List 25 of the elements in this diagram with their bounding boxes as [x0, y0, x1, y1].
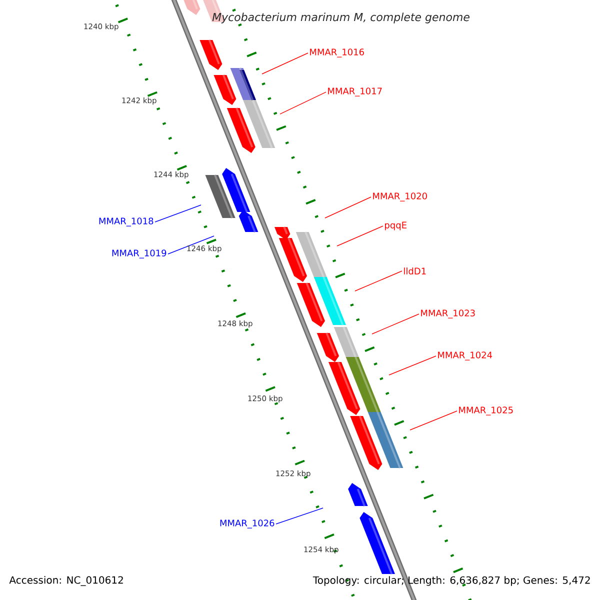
gene-label: MMAR_1018 [99, 218, 154, 226]
gene-label: MMAR_1023 [421, 310, 475, 318]
leader-line [262, 52, 308, 74]
leader-line [372, 314, 420, 334]
gene-label: MMAR_1019 [112, 250, 166, 258]
gene-label: MMAR_1025 [459, 406, 513, 416]
plot-title: Mycobacterium marinum M, complete genome [212, 12, 470, 24]
gene-label: MMAR_1016 [310, 48, 364, 58]
leader-line [354, 270, 402, 292]
leader-line [276, 508, 324, 524]
gene-label: MMAR_1024 [438, 352, 492, 360]
leader-line [154, 204, 202, 222]
leader-line [324, 196, 372, 218]
leader-line [388, 356, 436, 376]
gene-label: pqqE [385, 222, 406, 230]
gene-label: MMAR_1020 [373, 192, 427, 202]
leader-line [168, 236, 214, 254]
gene-label: lldD1 [404, 268, 426, 274]
leader-line [410, 410, 458, 430]
footer-text: Topology: circular; Length: 6,636,827 bp; Genes: 5,472 [312, 576, 590, 586]
leader-line [336, 226, 384, 246]
footer-text: Accession: NC_010612 [9, 576, 123, 586]
leader-line [280, 92, 326, 114]
gene-label: MMAR_1017 [328, 88, 382, 96]
gene-label: MMAR_1026 [220, 520, 274, 528]
